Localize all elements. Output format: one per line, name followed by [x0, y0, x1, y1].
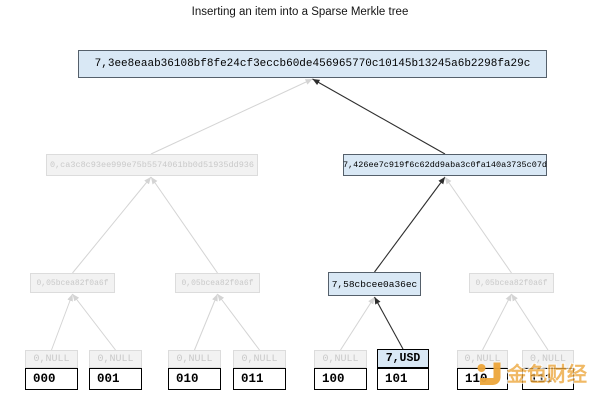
- edge-l3c-l2right: [374, 176, 446, 273]
- tree-node-l2-right: 7,426ee7c919f6c62dd9aba3c0fa140a3735c07d: [343, 154, 547, 176]
- watermark: 金色财经: [474, 359, 587, 389]
- diagram-title: Inserting an item into a Sparse Merkle t…: [191, 6, 409, 18]
- leaf-box-101: 101: [377, 368, 429, 390]
- leaf-box-011: 011: [233, 368, 286, 390]
- tree-node-l4-usd: 7,USD: [377, 349, 429, 368]
- edge-l4h-l3d: [511, 293, 549, 351]
- edge-l4e-l3c: [340, 296, 375, 351]
- tree-node-l3-0: 0,05bcea82f0a6f: [30, 273, 115, 293]
- edge-l4a-l3a: [51, 293, 73, 351]
- leaf-box-100: 100: [314, 368, 367, 390]
- edge-l4f-l3c: [374, 296, 404, 350]
- tree-node-l3-3: 0,05bcea82f0a6f: [469, 273, 554, 293]
- leaf-box-111: 111: [522, 368, 574, 390]
- edge-l4g-l3d: [482, 293, 512, 351]
- edge-l2left-root: [150, 78, 313, 155]
- tree-node-l4-3: 0,NULL: [233, 350, 286, 368]
- leaf-box-001: 001: [89, 368, 142, 390]
- tree-node-l4-4: 0,NULL: [314, 350, 367, 368]
- edge-l4d-l3b: [217, 293, 260, 351]
- watermark-text: 金色财经: [507, 362, 587, 386]
- edge-l2right-root: [312, 78, 446, 155]
- edge-l4c-l3b: [194, 293, 218, 351]
- tree-node-l4-1: 0,NULL: [89, 350, 142, 368]
- tree-node-l3-1: 0,05bcea82f0a6f: [175, 273, 260, 293]
- leaf-box-010: 010: [168, 368, 221, 390]
- tree-node-root: 7,3ee8eaab36108bf8fe24cf3eccb60de4569657…: [78, 50, 547, 78]
- edge-l3a-l2left: [72, 176, 152, 274]
- tree-node-l2-left: 0,ca3c8c93ee999e75b5574061bb0d51935dd936: [46, 154, 258, 176]
- edge-l3b-l2left: [150, 176, 218, 274]
- tree-node-l4-7: 0,NULL: [522, 350, 574, 368]
- edge-l4b-l3a: [72, 293, 116, 351]
- tree-node-l4-0: 0,NULL: [25, 350, 78, 368]
- tree-node-l3-2: 7,58cbcee0a36ec: [328, 272, 421, 296]
- edge-l3d-l2right: [444, 176, 512, 274]
- jinse-logo-icon: [477, 362, 501, 385]
- tree-node-l4-2: 0,NULL: [168, 350, 221, 368]
- leaf-box-000: 000: [25, 368, 78, 390]
